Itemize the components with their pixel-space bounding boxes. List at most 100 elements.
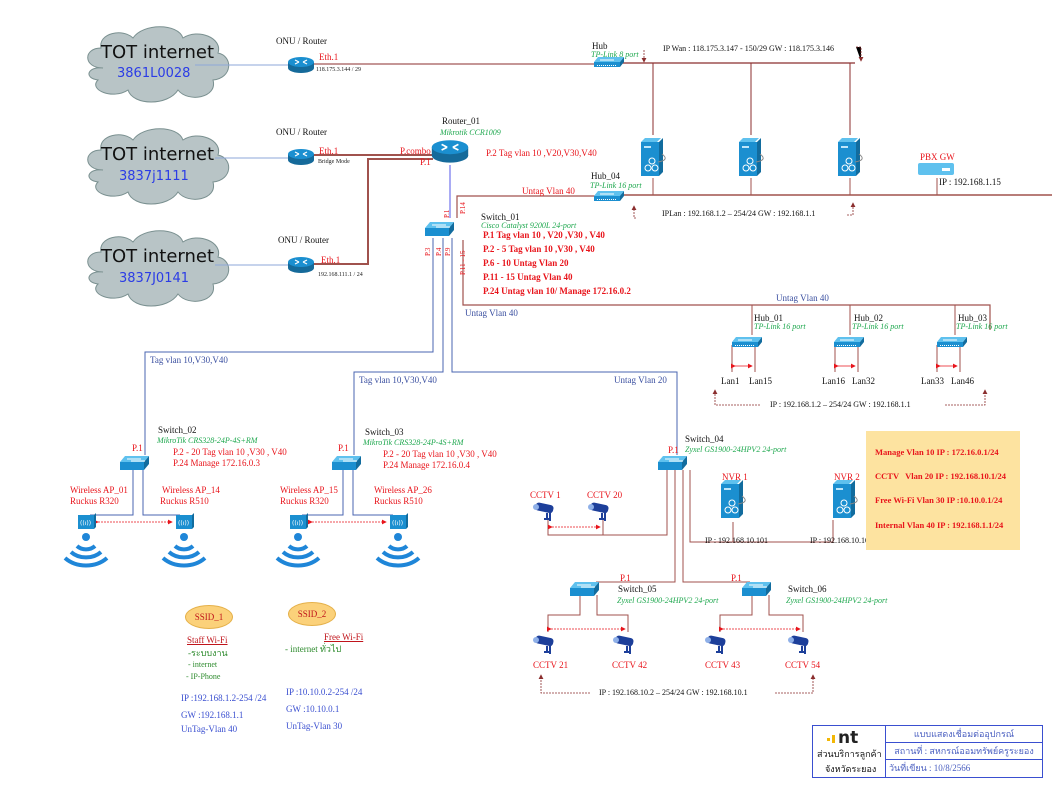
cctv-camera-icon[interactable] bbox=[612, 634, 636, 655]
ssid-1-badge: SSID_1 bbox=[185, 605, 233, 629]
cctv-20-label: CCTV 20 bbox=[587, 490, 623, 500]
switch-02-icon[interactable] bbox=[119, 455, 150, 471]
diagram-date: วันที่เขียน : 10/8/2566 bbox=[889, 763, 971, 773]
switch-01-model: Cisco Catalyst 9200L 24-port bbox=[481, 221, 577, 230]
org-line-2: จังหวัดระยอง bbox=[825, 764, 877, 774]
wifi-signal-icon bbox=[63, 531, 109, 568]
switch-06-name: Switch_06 bbox=[788, 584, 827, 594]
hub-02-icon[interactable] bbox=[833, 336, 865, 348]
ap-15-icon[interactable] bbox=[290, 513, 308, 529]
wan-ip-arrow-right bbox=[856, 46, 864, 62]
switch-03-name: Switch_03 bbox=[365, 427, 404, 437]
switch-03-icon[interactable] bbox=[331, 455, 362, 471]
onu-1-info: 118.175.3.144 / 29 bbox=[316, 67, 361, 73]
link-switch01-switch03 bbox=[353, 238, 444, 455]
switch-02-name: Switch_02 bbox=[158, 425, 197, 435]
link-switch06-cctv43 bbox=[719, 595, 753, 632]
cctv-camera-icon[interactable] bbox=[704, 634, 728, 655]
switch-03-config-1: P.2 - 20 Tag vlan 10 ,V30 , V40 bbox=[383, 449, 497, 459]
link-switch01-switch02 bbox=[144, 238, 434, 455]
ap-15-name: Wireless AP_15 bbox=[280, 485, 338, 495]
switch-01-config-5: P.24 Untag vlan 10/ Manage 172.16.0.2 bbox=[483, 286, 631, 296]
ssid-2-title: Free Wi-Fi bbox=[324, 632, 364, 642]
ssid-1-item-3: - IP-Phone bbox=[186, 672, 221, 681]
nvr-1-icon[interactable] bbox=[720, 479, 746, 519]
switch-01-icon[interactable] bbox=[424, 221, 455, 237]
ssid-2-gw: GW :10.10.0.1 bbox=[286, 704, 340, 714]
vlan-legend-item-3: Free Wi-Fi Vlan 30 IP :10.10.0.1/24 bbox=[875, 495, 1003, 505]
router-01-icon[interactable] bbox=[430, 139, 470, 164]
hub-03-lan-from: Lan33 bbox=[921, 376, 944, 386]
ssid-2-ip: IP :10.10.0.2-254 /24 bbox=[286, 687, 363, 697]
switch-01-name: Switch_01 bbox=[481, 212, 520, 222]
onu-2-port: Eth.1 bbox=[319, 146, 339, 156]
onu-router-2-icon[interactable] bbox=[287, 148, 315, 166]
pbx-gw-icon[interactable] bbox=[918, 163, 954, 175]
server-3-icon[interactable] bbox=[837, 137, 863, 177]
switch-03-port: P.1 bbox=[338, 443, 349, 453]
ssid-1-gw: GW :192.168.1.1 bbox=[181, 710, 244, 720]
ssid-1-title: Staff Wi-Fi bbox=[187, 635, 228, 645]
ssid-1-item-2: - internet bbox=[188, 660, 218, 669]
server-2-icon[interactable] bbox=[738, 137, 764, 177]
cloud-3-id: 3837J0141 bbox=[119, 271, 190, 286]
cloud-2-title: TOT internet bbox=[101, 144, 215, 165]
switch-05-icon[interactable] bbox=[569, 581, 600, 597]
cctv-camera-icon[interactable] bbox=[532, 501, 556, 522]
onu-router-3-icon[interactable] bbox=[287, 256, 315, 274]
onu-3-label: ONU / Router bbox=[278, 235, 329, 245]
link-onu3-router bbox=[313, 158, 433, 265]
nvr-2-icon[interactable] bbox=[832, 479, 858, 519]
switch-02-uplink: Tag vlan 10,V30,V40 bbox=[150, 355, 228, 365]
switch-01-config-4: P.11 - 15 Untag Vlan 40 bbox=[483, 272, 573, 282]
hub-04-icon[interactable] bbox=[593, 190, 625, 202]
ssid-2-badge: SSID_2 bbox=[288, 602, 336, 626]
lan-hubs-ip-note: IP : 192.168.1.2 – 254/24 GW : 192.168.1… bbox=[770, 400, 911, 409]
switch-03-model: MikroTik CRS328-24P-4S+RM bbox=[363, 438, 464, 447]
cctv-camera-icon[interactable] bbox=[787, 634, 811, 655]
cctv-ip-arrow-left bbox=[538, 674, 590, 694]
nvr-1-ip: IP : 192.168.10.101 bbox=[705, 536, 769, 545]
cctv-21-label: CCTV 21 bbox=[533, 660, 569, 670]
nvr-2-ip: IP : 192.168.10.102 bbox=[810, 536, 874, 545]
switch-01-port-bottom-11-15: P.11 - 15 bbox=[459, 250, 467, 275]
nvr-1-name: NVR 1 bbox=[722, 472, 748, 482]
ap-26-icon[interactable] bbox=[390, 513, 408, 529]
hub-01-lan-from: Lan1 bbox=[721, 376, 740, 386]
cctv-camera-icon[interactable] bbox=[532, 634, 556, 655]
switch-01-untag-label: Untag Vlan 40 bbox=[465, 308, 518, 318]
router-01-model: Mikrotik CCR1009 bbox=[440, 128, 501, 137]
switch-04-icon[interactable] bbox=[657, 455, 688, 471]
switch-01-config-2: P.2 - 5 Tag vlan 10 ,V30 , V40 bbox=[483, 244, 595, 254]
ap-26-model: Ruckus R510 bbox=[374, 496, 423, 506]
link-switch04-cctv bbox=[547, 470, 668, 536]
switch-01-port-top-1: P.1 bbox=[443, 209, 451, 218]
onu-router-1-icon[interactable] bbox=[287, 56, 315, 74]
server-1-icon[interactable] bbox=[640, 137, 666, 177]
link-switch04-switch05 bbox=[596, 470, 676, 583]
hub-03-lan-to: Lan46 bbox=[951, 376, 974, 386]
cctv-ip-arrow-right bbox=[775, 674, 816, 694]
title-block-org: nt ส่วนบริการลูกค้า จังหวัดระยอง bbox=[813, 726, 886, 777]
hub-04-model: TP-Link 16 port bbox=[590, 181, 642, 190]
switch-03-config-2: P.24 Manage 172.16.0.4 bbox=[383, 460, 470, 470]
hub-02-name: Hub_02 bbox=[854, 313, 883, 323]
org-line-1: ส่วนบริการลูกค้า bbox=[817, 749, 882, 759]
vlan-legend-item-2: CCTV Vlan 20 IP : 192.168.10.1/24 bbox=[875, 471, 1006, 481]
hub-03-icon[interactable] bbox=[936, 336, 968, 348]
hub-04-uplink: Untag Vlan 40 bbox=[522, 186, 575, 196]
switch-06-icon[interactable] bbox=[741, 581, 772, 597]
cloud-1-title: TOT internet bbox=[101, 42, 215, 63]
link-switch02-ap14 bbox=[142, 470, 180, 516]
cloud-3-title: TOT internet bbox=[101, 246, 215, 267]
ap-01-icon[interactable] bbox=[78, 513, 96, 529]
cctv-camera-icon[interactable] bbox=[587, 501, 611, 522]
onu-3-port: Eth.1 bbox=[321, 255, 341, 265]
ap-01-model: Ruckus R320 bbox=[70, 496, 119, 506]
ap-01-name: Wireless AP_01 bbox=[70, 485, 128, 495]
switch-01-port-bottom-3: P.3 bbox=[424, 247, 432, 256]
hub-01-icon[interactable] bbox=[731, 336, 763, 348]
ap-14-icon[interactable] bbox=[176, 513, 194, 529]
ssid-1-ip: IP :192.168.1.2-254 /24 bbox=[181, 693, 267, 703]
link-switch02-ap01 bbox=[90, 470, 134, 516]
